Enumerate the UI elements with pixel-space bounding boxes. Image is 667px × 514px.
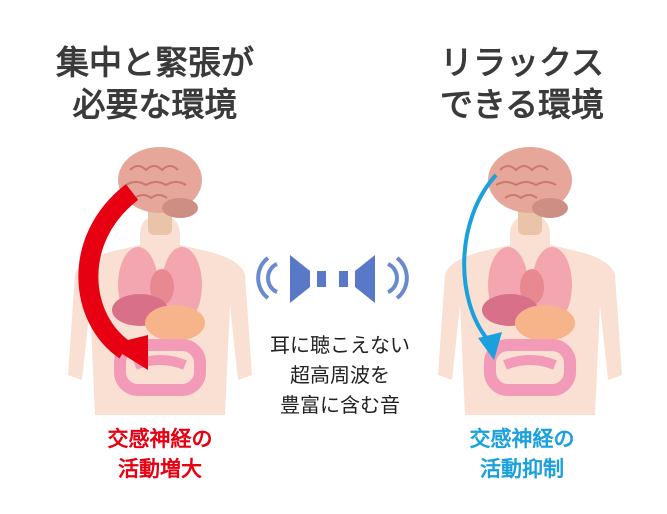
center-caption: 耳に聴こえない 超高周波を 豊富に含む音 (240, 330, 440, 420)
speaker-sound-waves-icon (256, 255, 409, 303)
right-title-line: できる環境 (439, 85, 605, 124)
caption-line: 耳に聴こえない (270, 333, 410, 357)
left-title-line: 必要な環境 (72, 85, 238, 124)
blue-arrow-icon (462, 173, 502, 360)
caption-line: 超高周波を (290, 363, 390, 387)
red-arrow-icon (78, 184, 148, 370)
right-brain (487, 146, 573, 236)
label-line: 活動増大 (118, 457, 202, 481)
left-effect-label: 交感神経の 活動増大 (50, 424, 270, 484)
caption-line: 豊富に含む音 (280, 393, 400, 417)
right-effect-label: 交感神経の 活動抑制 (412, 424, 632, 484)
left-title-line: 集中と緊張が (56, 43, 254, 82)
left-title: 集中と緊張が 必要な環境 (5, 42, 305, 126)
right-title: リラックス できる環境 (372, 42, 667, 126)
right-title-line: リラックス (439, 43, 604, 82)
label-line: 活動抑制 (480, 457, 564, 481)
label-line: 交感神経の (469, 427, 575, 451)
label-line: 交感神経の (107, 427, 213, 451)
